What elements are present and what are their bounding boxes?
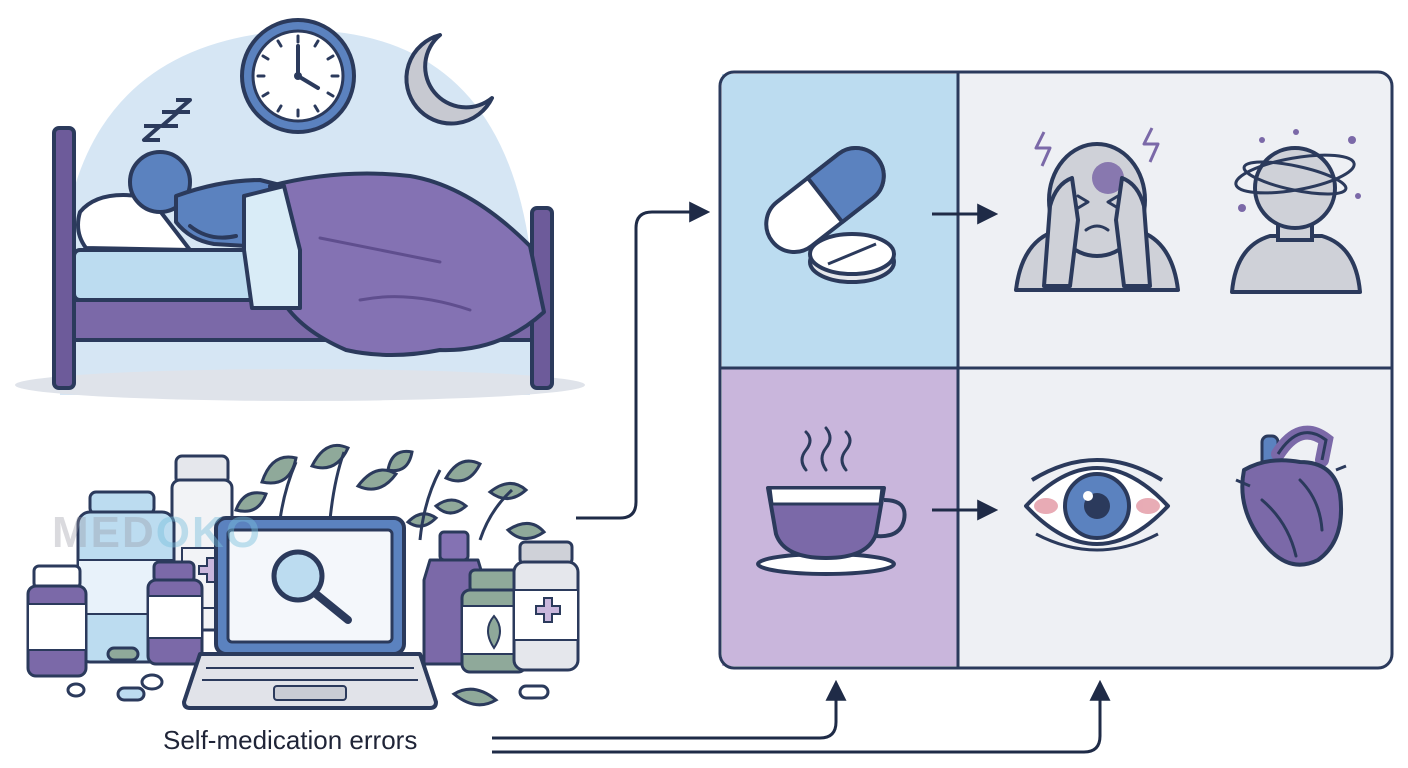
medicine-scene <box>26 443 580 710</box>
crescent-moon-icon <box>404 33 494 126</box>
watermark-prefix: MED <box>52 508 156 557</box>
dizzy-person-icon <box>1230 129 1362 294</box>
caption-self-medication-errors: Self-medication errors <box>163 725 418 755</box>
watermark-suffix: OKO <box>155 508 263 557</box>
arrow-to-matrix <box>576 201 711 520</box>
blanket <box>268 171 546 357</box>
wall-clock-icon <box>240 18 356 134</box>
sleep-scene <box>15 18 585 401</box>
red-eye-icon <box>1024 458 1170 552</box>
zzz-icon <box>142 98 192 142</box>
flow-connectors <box>492 201 1111 754</box>
scattered-pills <box>66 646 550 707</box>
arrow-to-right-column <box>492 679 1111 754</box>
herb-leaves <box>234 443 547 540</box>
laptop-search-icon <box>182 516 438 710</box>
effects-matrix <box>718 70 1394 670</box>
arrow-to-left-column <box>492 679 847 740</box>
watermark: MEDOKO <box>52 508 262 558</box>
coffee-cup-icon <box>756 426 907 576</box>
headache-person-icon <box>1014 127 1180 292</box>
blanket-fold <box>242 184 302 310</box>
medicine-bottles-icon <box>26 454 580 678</box>
floor-shadow <box>15 369 585 401</box>
heart-icon <box>1235 425 1347 567</box>
pill-capsule-icon <box>764 145 896 284</box>
matrix-frame <box>718 70 1394 670</box>
